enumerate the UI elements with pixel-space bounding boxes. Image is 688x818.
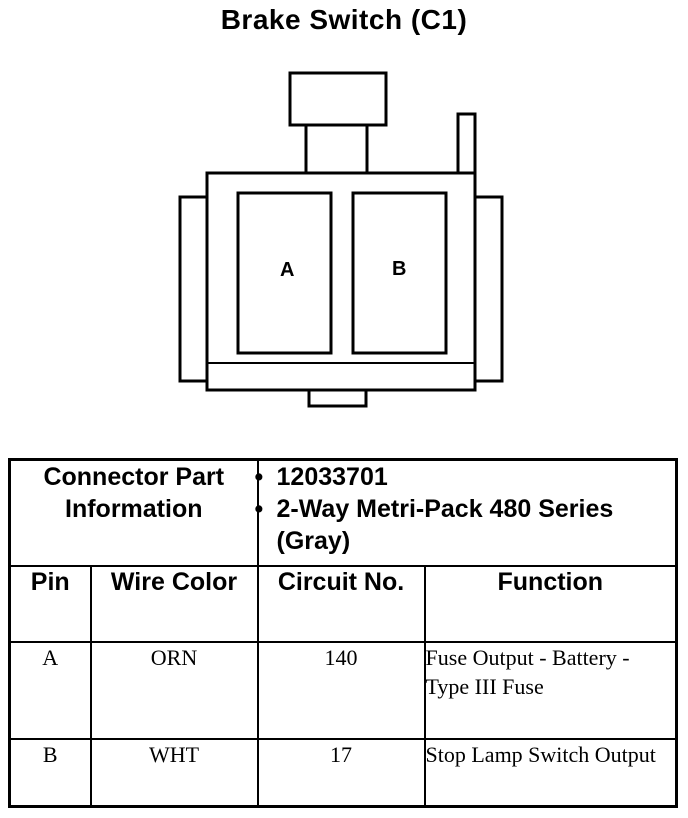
connector-drawing: A B xyxy=(178,71,504,408)
pin-label-b: B xyxy=(392,258,406,280)
function-cell: Stop Lamp Switch Output xyxy=(423,737,678,808)
pin-cell: A xyxy=(8,640,92,740)
connector-info-label: Connector Part Information xyxy=(8,458,259,567)
connector-info-row: Connector Part Information 12033701 2-Wa… xyxy=(8,458,678,567)
pin-cavity-b xyxy=(351,191,448,355)
diagram-title: Brake Switch (C1) xyxy=(220,4,468,35)
table-row: A ORN 140 Fuse Output - Battery - Type I… xyxy=(8,640,678,740)
wire-color-cell: WHT xyxy=(89,737,259,808)
circuit-cell: 17 xyxy=(256,737,426,808)
wire-color-cell: ORN xyxy=(89,640,259,740)
connector-right-wing xyxy=(473,195,504,383)
table-header-row: Pin Wire Color Circuit No. Function xyxy=(8,564,678,643)
connector-info-items: 12033701 2-Way Metri-Pack 480 Series (Gr… xyxy=(255,458,678,567)
circuit-cell: 140 xyxy=(256,640,426,740)
connector-body xyxy=(205,171,477,392)
pin-cavity-a xyxy=(236,191,333,355)
connector-right-tab xyxy=(456,112,477,173)
header-wire-color: Wire Color xyxy=(89,564,259,643)
pinout-table: Connector Part Information 12033701 2-Wa… xyxy=(8,458,679,808)
connector-left-wing xyxy=(178,195,209,383)
header-pin: Pin xyxy=(8,564,92,643)
part-number: 12033701 xyxy=(255,461,676,493)
pin-cell: B xyxy=(8,737,92,808)
connector-type: 2-Way Metri-Pack 480 Series (Gray) xyxy=(255,493,676,557)
connector-latch xyxy=(288,71,388,127)
connector-bottom-tab xyxy=(307,388,368,408)
function-cell: Fuse Output - Battery - Type III Fuse xyxy=(423,640,678,740)
connector-latch-stem xyxy=(304,123,369,175)
table-row: B WHT 17 Stop Lamp Switch Output xyxy=(8,737,678,808)
header-circuit-no: Circuit No. xyxy=(256,564,426,643)
header-function: Function xyxy=(423,564,678,643)
pin-label-a: A xyxy=(280,259,294,281)
